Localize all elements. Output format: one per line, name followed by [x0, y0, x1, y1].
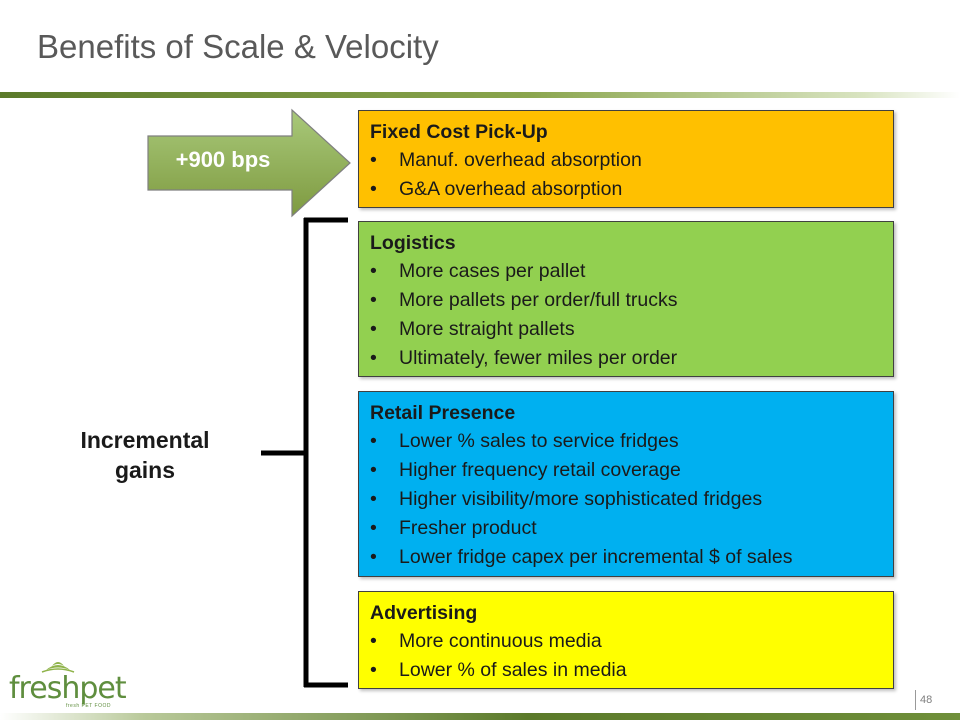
list-item: Lower fridge capex per incremental $ of … [370, 543, 883, 572]
logo-wordmark: freshpet [9, 671, 127, 706]
list-item: Lower % of sales in media [370, 656, 883, 685]
list-item: Fresher product [370, 514, 883, 543]
page-number-divider [915, 690, 916, 710]
box-heading: Retail Presence [370, 402, 516, 424]
fixed-cost-box: Fixed Cost Pick-Up Manuf. overhead absor… [358, 110, 894, 208]
freshpet-logo-icon [41, 662, 75, 673]
retail-presence-box: Retail Presence Lower % sales to service… [358, 391, 894, 577]
list-item: Manuf. overhead absorption [370, 146, 883, 175]
list-item: Higher visibility/more sophisticated fri… [370, 485, 883, 514]
list-item: G&A overhead absorption [370, 175, 883, 204]
list-item: More cases per pallet [370, 257, 883, 286]
list-item: More continuous media [370, 627, 883, 656]
box-heading: Fixed Cost Pick-Up [370, 121, 548, 143]
list-item: Lower % sales to service fridges [370, 427, 883, 456]
list-item: Higher frequency retail coverage [370, 456, 883, 485]
logistics-box: Logistics More cases per pallet More pal… [358, 221, 894, 377]
box-heading: Logistics [370, 232, 456, 254]
list-item: More straight pallets [370, 315, 883, 344]
logo-tagline: fresh PET FOOD [66, 703, 111, 709]
incremental-gains-label: Incremental gains [80, 427, 210, 483]
slide-title: Benefits of Scale & Velocity [37, 28, 439, 65]
list-item: More pallets per order/full trucks [370, 286, 883, 315]
right-arrow-icon [147, 108, 351, 218]
arrow-label: +900 bps [175, 147, 271, 172]
title-divider [0, 92, 960, 98]
list-item: Ultimately, fewer miles per order [370, 344, 883, 373]
page-number: 48 [920, 694, 933, 706]
footer-divider [0, 713, 960, 720]
advertising-box: Advertising More continuous media Lower … [358, 591, 894, 689]
box-heading: Advertising [370, 602, 478, 624]
